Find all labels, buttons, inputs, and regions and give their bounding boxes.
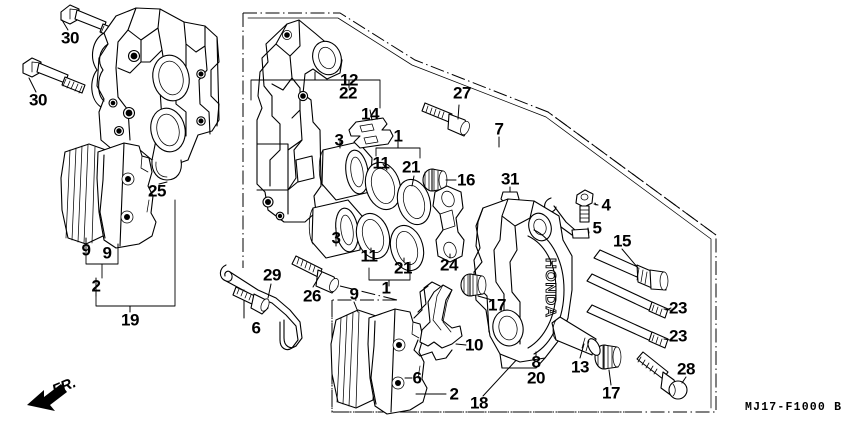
callout-11-lower: 11 (360, 246, 378, 266)
part-12-22-caliper-bracket (256, 19, 343, 223)
part-11-seal-upper (364, 161, 402, 211)
leader-9-lower (353, 301, 359, 313)
callout-7: 7 (494, 119, 504, 139)
callout-23-lower: 23 (669, 326, 687, 346)
leader-4b (593, 203, 599, 206)
part-21-seal-upper (396, 178, 432, 226)
callout-21-upper: 21 (402, 157, 420, 177)
callout-26: 26 (303, 286, 321, 306)
callout-10: 10 (465, 335, 483, 355)
callout-29: 29 (263, 265, 281, 285)
callout-22: 22 (339, 83, 357, 103)
leader-14 (369, 109, 373, 121)
callout-21-lower: 21 (394, 258, 412, 278)
part-23-bolt-upper (586, 273, 669, 319)
callout-14: 14 (361, 104, 379, 124)
left-caliper-body (91, 7, 220, 181)
honda-emboss-text: HONDA (542, 258, 560, 319)
group-bracket-19 (85, 199, 176, 313)
callout-3-lower: 3 (331, 228, 341, 248)
leader-13 (579, 343, 585, 359)
callout-16: 16 (457, 170, 475, 190)
callout-11-upper: 11 (372, 153, 390, 173)
part-13-slide-pin-sleeve (551, 316, 601, 356)
callout-2-left: 2 (91, 276, 101, 296)
callout-1-lower: 1 (381, 278, 391, 298)
part-17-pin-boot-right (594, 344, 622, 370)
callout-1-upper: 1 (393, 126, 403, 146)
callout-4: 4 (601, 195, 611, 215)
callout-30-lower: 30 (29, 90, 47, 110)
assembly-boundary-inner (247, 17, 712, 409)
callout-5: 5 (592, 218, 602, 238)
leader-23-lower (663, 338, 671, 341)
part-3-piston-upper (318, 141, 373, 201)
leader-18 (482, 355, 521, 397)
part-14-pad-spring-clip (348, 117, 394, 149)
right-caliper-body: HONDA (473, 198, 573, 369)
part-24-hanger-bracket (432, 185, 465, 263)
callout-24: 24 (440, 255, 458, 275)
leader-10 (455, 343, 467, 346)
part-28-flange-bolt (636, 351, 688, 400)
callout-23-upper: 23 (669, 298, 687, 318)
callout-6-lower: 6 (412, 368, 422, 388)
leader-30-upper (61, 19, 69, 31)
part-27-socket-bolt (421, 102, 470, 137)
part-26-pad-pin-bolt (291, 255, 339, 294)
part-4-hose-joint-bolt (575, 189, 594, 223)
callout-17-right: 17 (602, 383, 620, 403)
fr-direction-arrow (27, 384, 67, 411)
leader-30-lower (28, 77, 37, 93)
group-bracket-1-upper (375, 141, 421, 187)
lower-brake-pad-pair (330, 308, 428, 415)
leader-29 (267, 283, 272, 299)
callout-9-left-a: 9 (81, 240, 91, 260)
callout-18: 18 (470, 393, 488, 413)
part-21-seal-lower (389, 224, 425, 272)
callout-12: 12 (340, 70, 358, 90)
leader-25 (158, 181, 168, 185)
callout-31: 31 (501, 169, 519, 189)
leader-28 (681, 376, 687, 384)
part-23-bolt-lower (586, 304, 669, 349)
callout-17-left: 17 (488, 295, 506, 315)
part-11-seal-lower (355, 212, 391, 260)
leader-27 (457, 104, 460, 120)
part-16-bleed-screw (422, 168, 448, 192)
callout-13: 13 (571, 357, 589, 377)
group-bracket-1-lower (368, 247, 411, 287)
part-30-flange-bolt-lower (22, 57, 86, 94)
callout-15: 15 (613, 231, 631, 251)
group-bracket-12-22 (250, 71, 381, 109)
part-10-pad-retainer-spring (413, 281, 463, 361)
callout-9-left-b: 9 (102, 243, 112, 263)
callout-2-lower: 2 (449, 384, 459, 404)
leader-23-upper-b (665, 307, 672, 311)
callout-27: 27 (453, 83, 471, 103)
leader-26 (312, 271, 323, 288)
left-brake-pad-pair (60, 142, 157, 249)
leader-5 (587, 227, 590, 234)
part-17-pin-boot-left (460, 273, 487, 297)
callout-25: 25 (148, 181, 166, 201)
callout-3-upper: 3 (334, 130, 344, 150)
callout-28: 28 (677, 359, 695, 379)
callout-19: 19 (121, 310, 139, 330)
part-15-slide-pin (593, 249, 669, 291)
callout-30-upper: 30 (61, 28, 79, 48)
callout-8: 8 (531, 352, 541, 372)
drawing-part-number: MJ17-F1000 B (745, 401, 843, 414)
callout-9-lower: 9 (349, 284, 359, 304)
leader-15 (621, 248, 639, 269)
callout-20: 20 (527, 368, 545, 388)
pad-subgroup-boundary (331, 285, 640, 413)
leader-17-right (608, 369, 612, 386)
part-29-pad-pin-plug (232, 286, 270, 315)
leader-17-left (477, 295, 493, 301)
callout-6-upper: 6 (251, 318, 261, 338)
svg-text:HONDA: HONDA (542, 258, 559, 318)
